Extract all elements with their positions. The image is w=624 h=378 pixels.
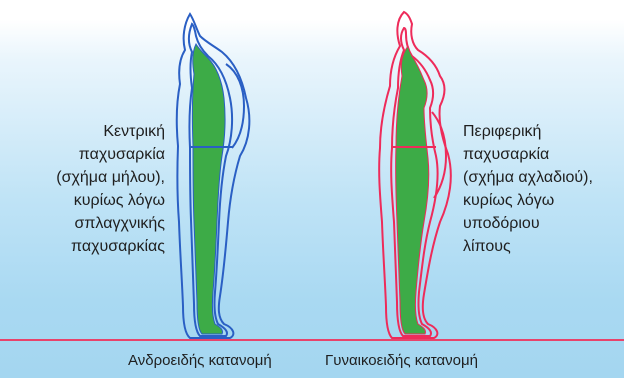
android-belly-outline bbox=[226, 64, 244, 148]
gynoid-hip-outline bbox=[432, 112, 446, 198]
android-description: Κεντρική παχυσαρκία (σχήμα μήλου), κυρίω… bbox=[20, 120, 165, 258]
gynoid-description: Περιφερική παχυσαρκία (σχήμα αχλαδιού), … bbox=[463, 120, 623, 258]
android-figure bbox=[177, 14, 250, 338]
gynoid-figure bbox=[379, 12, 451, 338]
android-caption: Ανδροειδής κατανομή bbox=[128, 352, 272, 369]
gynoid-caption: Γυναικοειδής κατανομή bbox=[325, 352, 478, 369]
